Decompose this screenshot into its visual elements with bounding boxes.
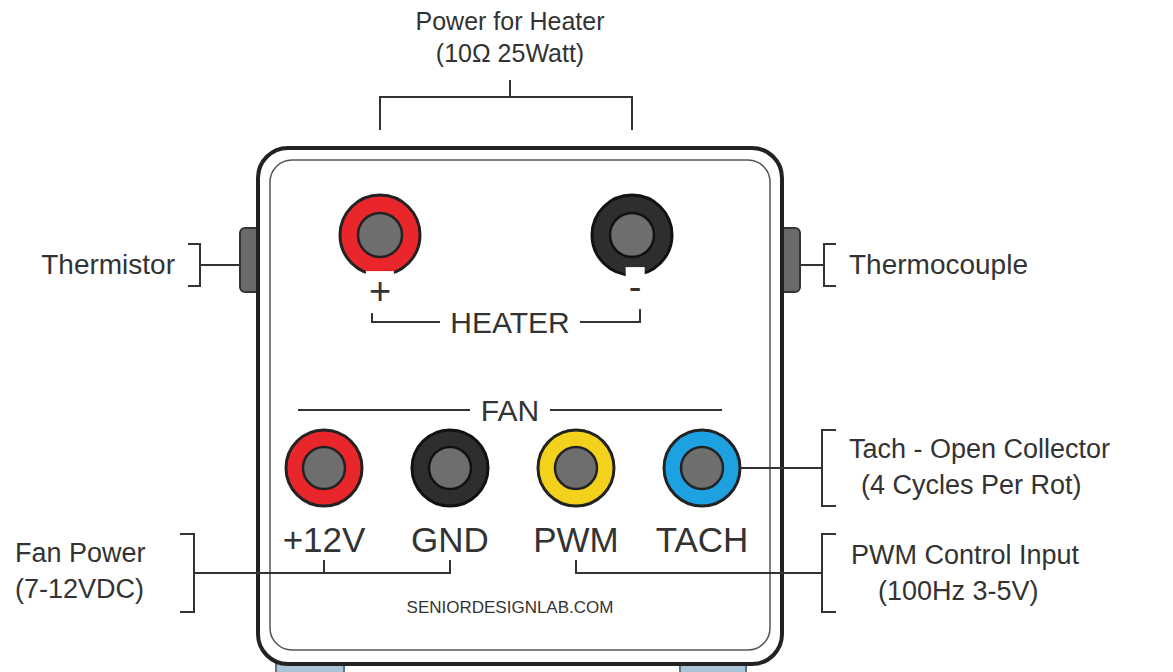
heater-minus-terminal: [592, 195, 672, 275]
terminal-hole: [358, 213, 402, 257]
pin-name: PWM: [530, 521, 622, 560]
housing-inner-line: [270, 160, 770, 650]
terminal-hole: [555, 447, 597, 489]
tach-spec-label: (4 Cycles Per Rot): [858, 471, 1085, 501]
thermistor-bracket: [188, 244, 240, 286]
fan-plus-terminal: [286, 430, 362, 506]
terminal-hole: [429, 447, 471, 489]
fan-heading: FAN: [478, 394, 542, 427]
housing: [258, 148, 782, 664]
pin-name: +12V: [280, 521, 369, 560]
fan-tach-terminal: [664, 430, 740, 506]
polarity-label: -: [626, 267, 645, 309]
sensor-label: Thermocouple: [846, 250, 1031, 281]
heater-bracket: [380, 80, 632, 130]
fan-gnd-terminal: [412, 430, 488, 506]
fan-pwm-terminal: [538, 430, 614, 506]
heater-plus-terminal: [340, 195, 420, 275]
pwm-spec-label: (100Hz 3-5V): [875, 577, 1042, 607]
pwm-label: PWM Control Input: [848, 541, 1082, 571]
fan-power-spec-label: (7-12VDC): [12, 575, 147, 605]
heater-spec-label: (10Ω 25Watt): [433, 40, 587, 68]
terminal-hole: [681, 447, 723, 489]
heater-power-label: Power for Heater: [413, 8, 608, 36]
polarity-label: +: [366, 271, 394, 313]
tach-label: Tach - Open Collector: [846, 435, 1113, 465]
pin-name: TACH: [653, 521, 752, 560]
thermocouple-bracket: [800, 244, 836, 286]
housing-panel: HEATER FAN SENIORDESIGNLAB.COM: [258, 148, 782, 664]
website-text: SENIORDESIGNLAB.COM: [404, 599, 617, 618]
terminal-hole: [610, 213, 654, 257]
heater-heading: HEATER: [447, 306, 572, 339]
tach-bracket: [740, 430, 836, 506]
pin-name: GND: [408, 521, 492, 560]
terminal-hole: [303, 447, 345, 489]
fan-power-label: Fan Power: [12, 539, 149, 569]
sensor-label: Thermistor: [38, 250, 178, 281]
